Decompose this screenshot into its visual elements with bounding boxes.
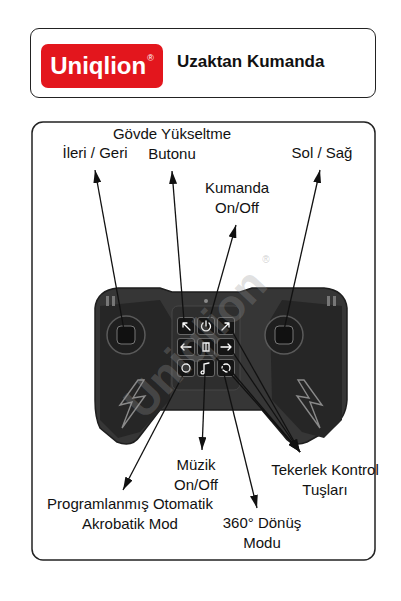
watermark: Uniqlion — [88, 231, 302, 455]
indicator — [333, 296, 336, 306]
joystick — [107, 316, 145, 354]
indicator — [112, 296, 115, 306]
registered-mark: ® — [147, 53, 154, 63]
callout-label: İleri / Geri — [45, 143, 145, 163]
indicator — [106, 296, 109, 306]
watermark-mark: ® — [258, 254, 274, 266]
joystick-cap — [117, 326, 135, 344]
indicator — [327, 296, 330, 306]
callout-label: Kumanda On/Off — [195, 178, 280, 218]
callout-label: Tekerlek Kontrol Tuşları — [269, 460, 381, 500]
logo-box: Uniqlion® — [41, 44, 163, 88]
callout-label: Programlanmış Otomatik Akrobatik Mod — [42, 494, 218, 534]
logo-text: Uniqlion — [50, 52, 146, 80]
callout-label: 360° Dönüş Modu — [217, 513, 307, 553]
joystick — [265, 316, 303, 354]
header-box: Uzaktan Kumanda Uniqlion® — [30, 28, 376, 98]
callout-label: Müzik On/Off — [159, 455, 234, 495]
bolt-decor — [297, 380, 322, 428]
header-title: Uzaktan Kumanda — [177, 52, 324, 72]
callout-label: Gövde Yükseltme Butonu — [110, 124, 235, 164]
callout-label: Sol / Sağ — [272, 143, 372, 163]
